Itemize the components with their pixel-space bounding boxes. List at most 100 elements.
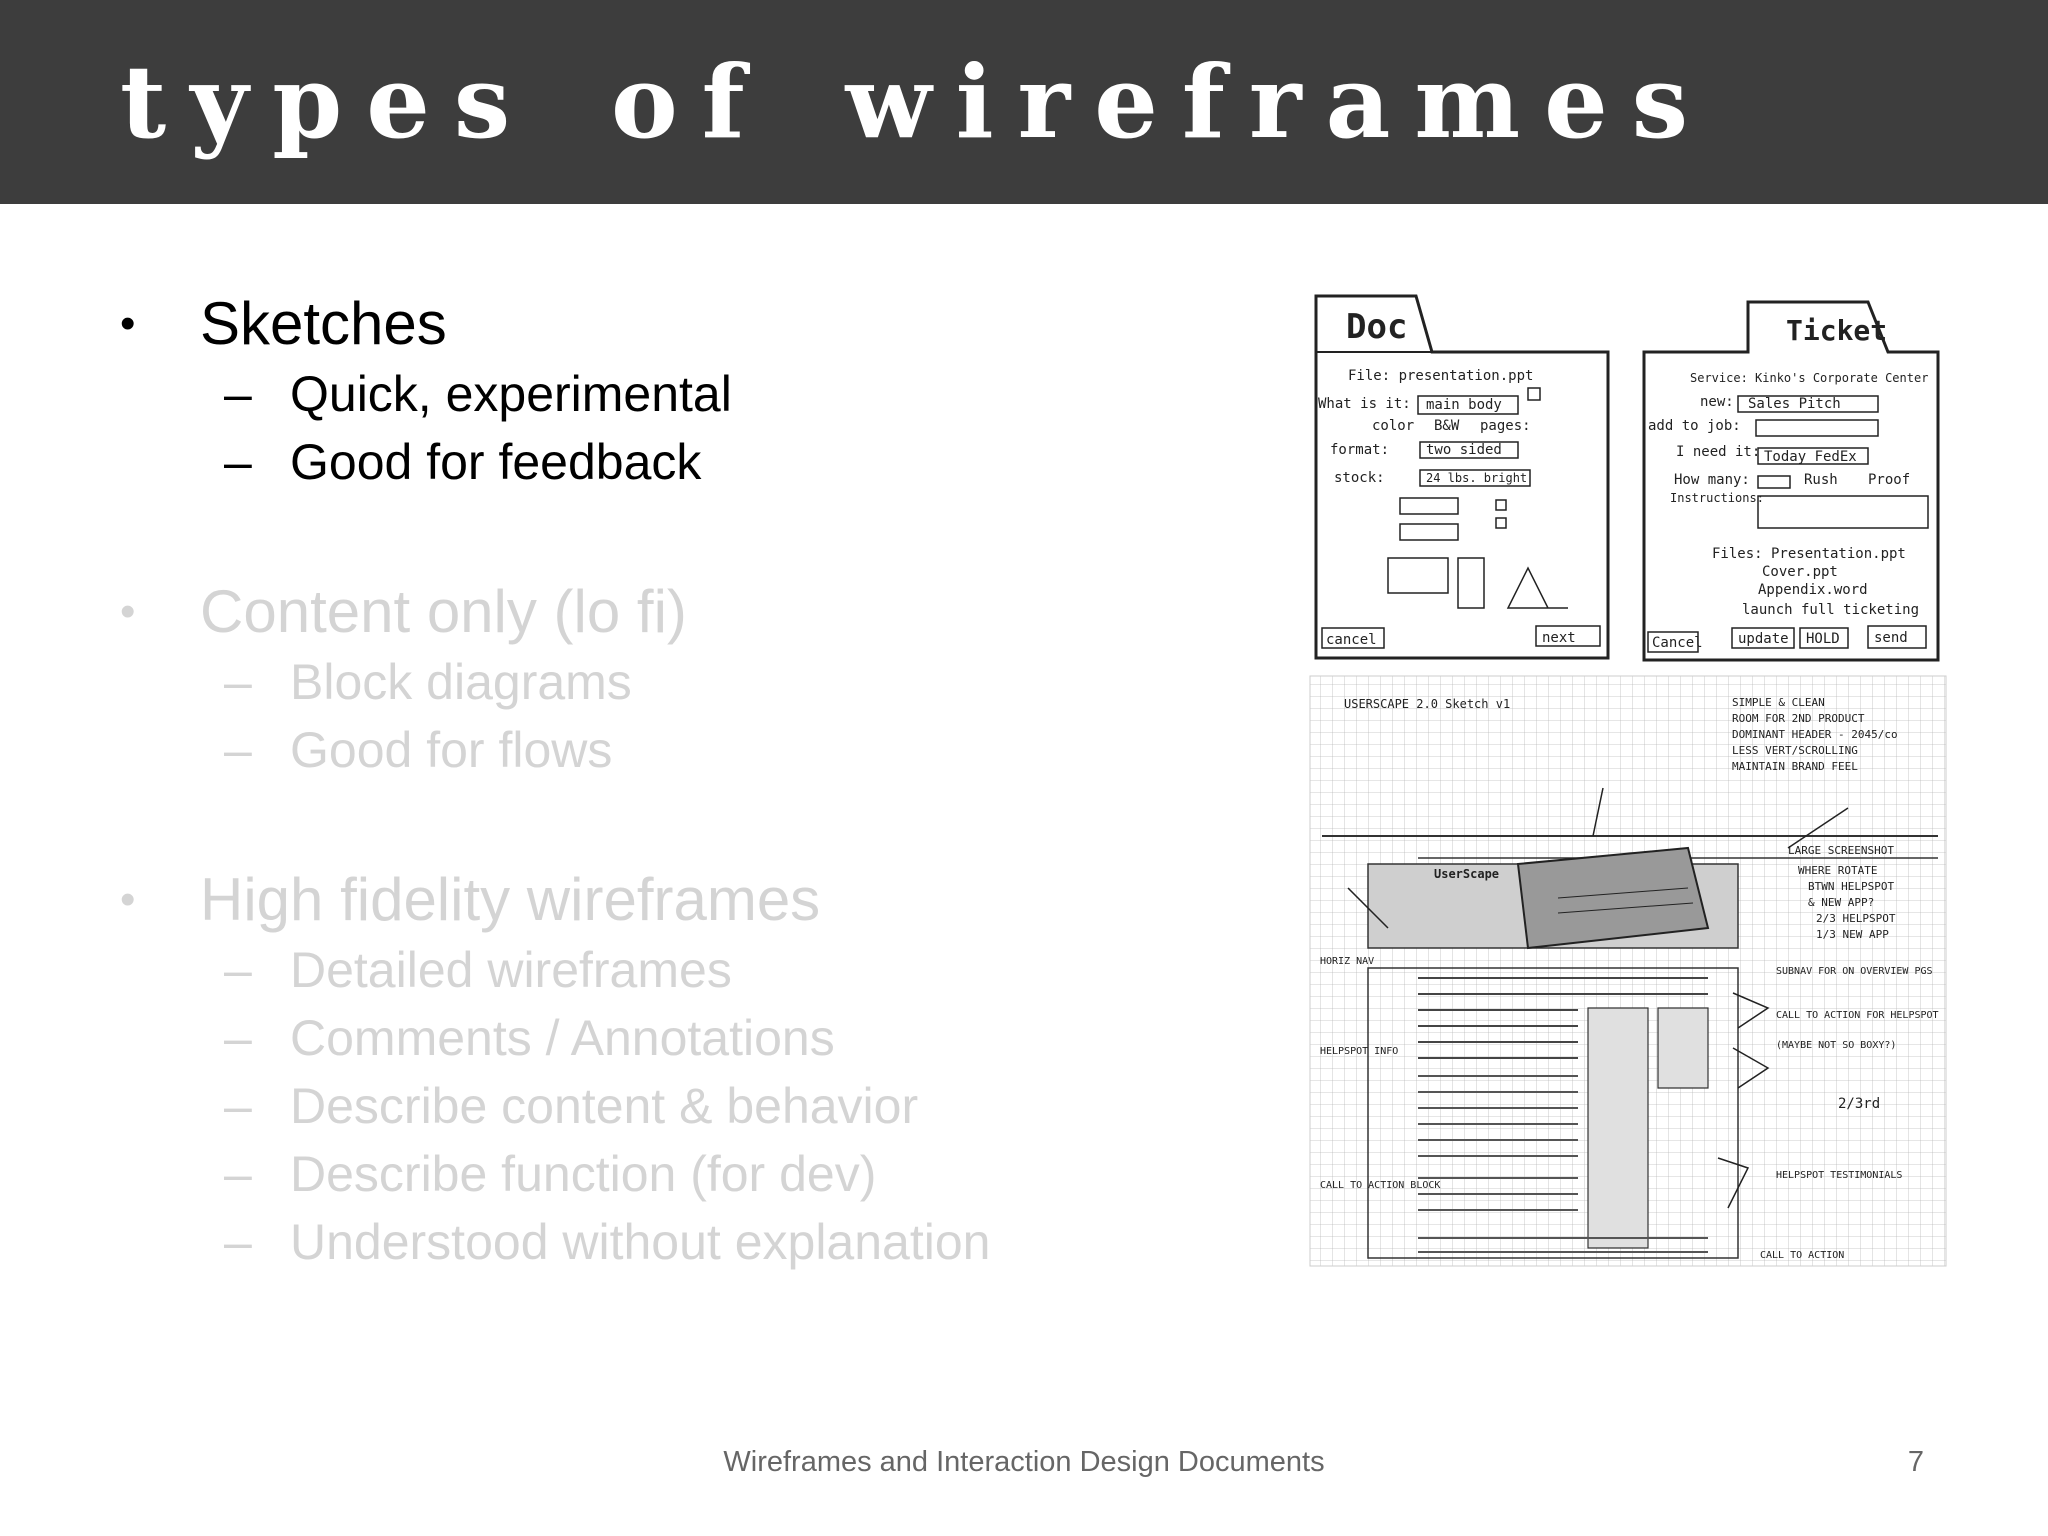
grid-side-note: 2/3 HELPSPOT — [1816, 912, 1896, 925]
sub-bullet-label: Comments / Annotations — [290, 1010, 835, 1066]
sub-bullet-label: Detailed wireframes — [290, 942, 732, 998]
ticket-howmany-text: How many: — [1674, 472, 1750, 488]
grid-right-note: HELPSPOT TESTIMONIALS — [1776, 1170, 1902, 1181]
dash-marker: – — [224, 942, 252, 998]
ticket-rush-text: Rush — [1804, 472, 1838, 488]
doc-bw-text: B&W — [1434, 418, 1460, 434]
doc-color-text: color — [1372, 418, 1414, 434]
ticket-tab-label: Ticket — [1786, 314, 1887, 347]
dash-marker: – — [224, 1078, 252, 1134]
ticket-cancel-text: Cancel — [1652, 635, 1703, 651]
bullet-item: • Content only (lo fi) — [120, 576, 1280, 648]
ticket-hold-text: HOLD — [1806, 631, 1840, 647]
sub-bullet-label: Good for flows — [290, 722, 613, 778]
ticket-proof-text: Proof — [1868, 472, 1910, 488]
ticket-update-text: update — [1738, 631, 1789, 647]
dash-marker: – — [224, 1010, 252, 1066]
bullet-dot: • — [120, 587, 136, 636]
ticket-file3-text: Appendix.word — [1758, 582, 1868, 598]
bullet-group-high-fidelity: •High fidelity wireframes –Detailed wire… — [120, 864, 1280, 1276]
dash-marker: – — [224, 366, 252, 422]
ticket-send-text: send — [1874, 630, 1908, 646]
title-bar: types of wireframes — [0, 0, 2048, 204]
grid-left-note: CALL TO ACTION BLOCK — [1320, 1180, 1440, 1191]
grid-sketch — [1309, 675, 1947, 1267]
dash-marker: – — [224, 1214, 252, 1270]
ticket-files-text: Files: Presentation.ppt — [1712, 546, 1906, 562]
doc-tab-label: Doc — [1346, 307, 1407, 347]
grid-side-note: BTWN HELPSPOT — [1808, 880, 1894, 893]
grid-note: ROOM FOR 2ND PRODUCT — [1732, 712, 1865, 725]
dash-marker: – — [224, 654, 252, 710]
ticket-new-text: new: — [1700, 394, 1734, 410]
doc-stock-value: 24 lbs. bright — [1426, 471, 1527, 485]
grid-heading: USERSCAPE 2.0 Sketch v1 — [1344, 697, 1510, 711]
ticket-need-value: Today FedEx — [1764, 449, 1857, 465]
dash-marker: – — [224, 434, 252, 490]
wireframe-sketch-image: Doc File: presentation.ppt What is it: m… — [1309, 294, 1947, 1267]
grid-note: DOMINANT HEADER - 2045/co — [1732, 728, 1898, 741]
sub-bullet-item: –Comments / Annotations — [120, 1004, 1280, 1072]
ticket-instructions-text: Instructions: — [1670, 491, 1764, 505]
sub-bullet-label: Understood without explanation — [290, 1214, 991, 1270]
doc-pages-text: pages: — [1480, 418, 1531, 434]
bullet-dot: • — [120, 299, 136, 348]
bullet-group-content-only: • Content only (lo fi) –Block diagrams –G… — [120, 576, 1280, 784]
sub-bullet-item: –Quick, experimental — [120, 360, 1280, 428]
dash-marker: – — [224, 722, 252, 778]
dash-marker: – — [224, 1146, 252, 1202]
bullet-dot: • — [120, 875, 136, 924]
doc-sketch-text: Doc File: presentation.ppt What is it: m… — [1318, 307, 1576, 648]
ticket-sketch — [1642, 300, 1940, 662]
grid-right-note: (MAYBE NOT SO BOXY?) — [1776, 1040, 1896, 1051]
doc-cancel-text: cancel — [1326, 632, 1377, 648]
doc-what-text: What is it: — [1318, 396, 1411, 412]
slide-title: types of wireframes — [120, 43, 1713, 161]
sub-bullet-item: –Describe function (for dev) — [120, 1140, 1280, 1208]
grid-note: MAINTAIN BRAND FEEL — [1732, 760, 1858, 773]
grid-right-note: CALL TO ACTION FOR HELPSPOT — [1776, 1010, 1939, 1021]
sub-bullet-item: –Describe content & behavior — [120, 1072, 1280, 1140]
slide-footer: Wireframes and Interaction Design Docume… — [723, 1446, 1325, 1478]
grid-left-note: HORIZ NAV — [1320, 956, 1374, 967]
doc-format-text: format: — [1330, 442, 1389, 458]
doc-file-text: File: presentation.ppt — [1348, 368, 1533, 384]
grid-side-note: 1/3 NEW APP — [1816, 928, 1889, 941]
sub-bullet-label: Describe function (for dev) — [290, 1146, 877, 1202]
grid-note: SIMPLE & CLEAN — [1732, 696, 1825, 709]
bullet-label: High fidelity wireframes — [200, 866, 821, 933]
ticket-need-text: I need it: — [1676, 444, 1760, 460]
grid-left-note: HELPSPOT INFO — [1320, 1046, 1398, 1057]
ticket-file2-text: Cover.ppt — [1762, 564, 1838, 580]
grid-right-note: SUBNAV FOR ON OVERVIEW PGS — [1776, 966, 1933, 977]
sub-bullet-item: –Understood without explanation — [120, 1208, 1280, 1276]
sub-bullet-item: –Good for flows — [120, 716, 1280, 784]
sub-bullet-item: –Good for feedback — [120, 428, 1280, 496]
ticket-launch-text: launch full ticketing — [1742, 602, 1919, 618]
sub-bullet-item: –Block diagrams — [120, 648, 1280, 716]
bullet-list: •Sketches –Quick, experimental –Good for… — [120, 288, 1280, 1356]
ticket-service-text: Service: Kinko's Corporate Center — [1690, 371, 1928, 385]
grid-side-note: & NEW APP? — [1808, 896, 1874, 909]
ticket-sketch-text: Ticket Service: Kinko's Corporate Center… — [1648, 314, 1928, 651]
grid-bottom-note: CALL TO ACTION — [1760, 1250, 1844, 1261]
sub-bullet-label: Quick, experimental — [290, 366, 732, 422]
grid-side-note: WHERE ROTATE — [1798, 864, 1877, 877]
sub-bullet-label: Block diagrams — [290, 654, 632, 710]
doc-what-value: main body — [1426, 397, 1502, 413]
sub-bullet-label: Good for feedback — [290, 434, 702, 490]
page-number: 7 — [1907, 1446, 1924, 1478]
bullet-item: • Sketches — [120, 288, 1280, 360]
grid-brand: UserScape — [1434, 867, 1499, 881]
grid-side-note: LARGE SCREENSHOT — [1788, 844, 1894, 857]
ticket-add-job: add to job: — [1648, 418, 1741, 434]
bullet-group-sketches: • Sketches –Quick, experimental –Good for… — [120, 288, 1280, 496]
doc-format-value: two sided — [1426, 442, 1502, 458]
sub-bullet-label: Describe content & behavior — [290, 1078, 919, 1134]
bullet-item: • High fidelity wireframes — [120, 864, 1280, 936]
bullet-label: Sketches — [200, 290, 447, 357]
bullet-label: Content only (lo fi) — [200, 578, 687, 645]
grid-mark: 2/3rd — [1838, 1096, 1880, 1112]
ticket-new-value: Sales Pitch — [1748, 396, 1841, 412]
doc-sketch — [1314, 294, 1610, 660]
